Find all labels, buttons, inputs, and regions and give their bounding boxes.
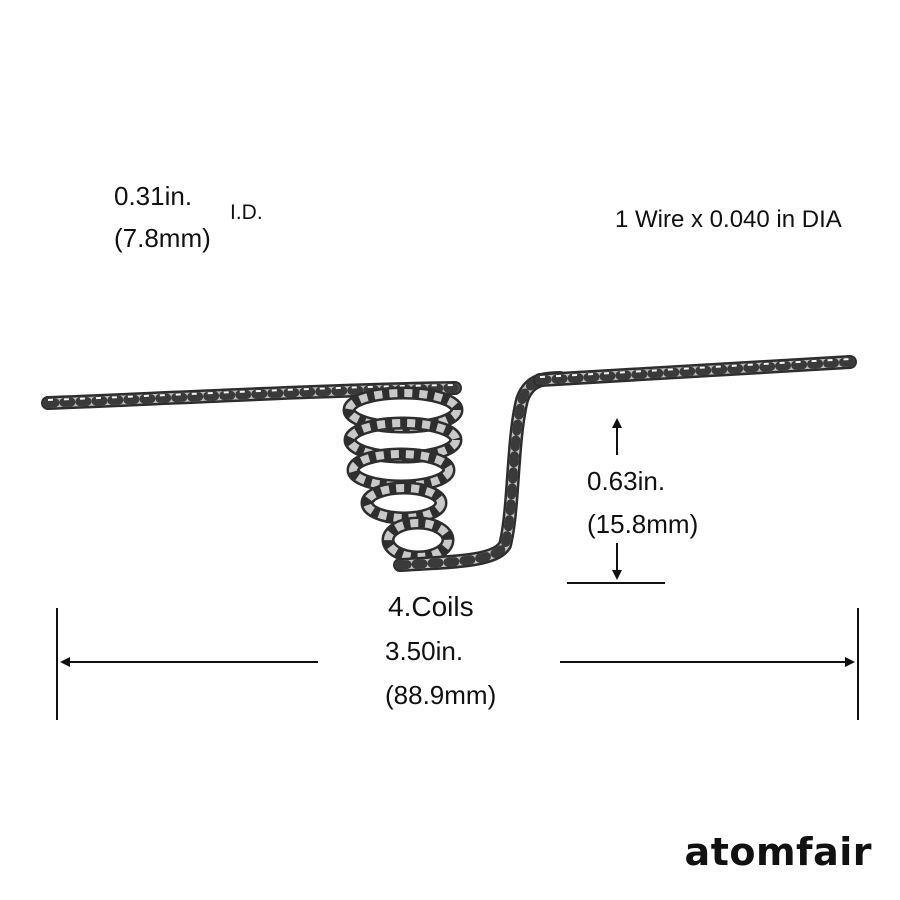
height-inch-label: 0.63in. [587, 466, 666, 496]
inner-diameter-tag: I.D. [230, 201, 263, 224]
coil-count-label: 4.Coils [388, 591, 474, 622]
brand-logo-text: atomfair [684, 830, 872, 874]
vertical-leg-wire [393, 371, 567, 572]
coil-loops [342, 386, 464, 564]
length-inch-label: 3.50in. [385, 636, 464, 666]
length-dimension-marker [56, 608, 859, 720]
wire-spec-label: 1 Wire x 0.040 in DIA [615, 206, 842, 233]
height-mm-label: (15.8mm) [587, 509, 699, 539]
height-dimension-marker [567, 418, 665, 584]
inner-diameter-inch-label: 0.31in. [114, 181, 193, 211]
length-mm-label: (88.9mm) [385, 680, 497, 710]
inner-diameter-mm-label: (7.8mm) [114, 223, 211, 253]
right-lead-wire [533, 355, 857, 387]
